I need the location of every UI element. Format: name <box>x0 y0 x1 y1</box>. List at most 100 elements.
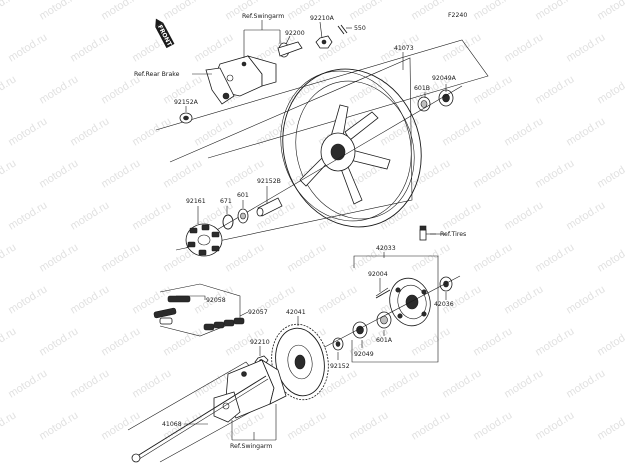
wheel-zone-outline <box>169 57 413 251</box>
watermark-text: motod.ru <box>6 31 49 64</box>
watermark-text: motod.ru <box>37 157 80 190</box>
label-42036[interactable]: 42036 <box>434 301 454 308</box>
watermark-text: motod.ru <box>0 73 18 106</box>
circlip-671 <box>222 214 234 230</box>
watermark-text: motod.ru <box>595 409 625 442</box>
label-92210[interactable]: 92210 <box>250 339 270 346</box>
watermark-text: motod.ru <box>0 241 18 274</box>
leader-lines <box>176 20 447 441</box>
wheel-hub-bore <box>330 143 346 161</box>
label-601b[interactable]: 601B <box>414 85 430 92</box>
label-92057[interactable]: 92057 <box>248 309 268 316</box>
label-92200[interactable]: 92200 <box>285 30 305 37</box>
watermark-text: motod.ru <box>68 367 111 400</box>
watermark-text: motod.ru <box>223 157 266 190</box>
watermark-text: motod.ru <box>502 367 545 400</box>
watermark-text: motod.ru <box>316 283 359 316</box>
label-601a[interactable]: 601A <box>376 337 393 344</box>
watermark-text: motod.ru <box>285 241 328 274</box>
watermark-text: motod.ru <box>409 325 452 358</box>
label-92058[interactable]: 92058 <box>206 297 226 304</box>
label-92152[interactable]: 92152 <box>330 363 350 370</box>
watermark-text: motod.ru <box>0 325 18 358</box>
watermark-text: motod.ru <box>564 31 607 64</box>
watermark-text: motod.ru <box>440 367 483 400</box>
label-92152b[interactable]: 92152B <box>257 178 281 185</box>
label-92004[interactable]: 92004 <box>368 271 388 278</box>
watermark-text: motod.ru <box>502 31 545 64</box>
watermark-text: motod.ru <box>533 0 576 23</box>
watermark-text: motod.ru <box>161 0 204 23</box>
cotter-pin-550 <box>337 24 348 35</box>
label-ref-swingarm-bottom[interactable]: Ref.Swingarm <box>230 443 272 450</box>
watermark-text: motod.ru <box>409 241 452 274</box>
watermark-text: motod.ru <box>130 115 173 148</box>
label-42041[interactable]: 42041 <box>286 309 306 316</box>
watermark-text: motod.ru <box>564 199 607 232</box>
label-ref-tires[interactable]: Ref.Tires <box>440 231 466 238</box>
watermark-text: motod.ru <box>378 199 421 232</box>
watermark-text: motod.ru <box>440 115 483 148</box>
watermark-text: motod.ru <box>471 0 514 23</box>
watermark-text: motod.ru <box>37 409 80 442</box>
watermark-text: motod.ru <box>68 199 111 232</box>
label-ref-swingarm-top[interactable]: Ref.Swingarm <box>242 13 284 20</box>
chain-links <box>153 295 245 331</box>
part-labels: Ref.Swingarm 92210A 550 92200 41073 9204… <box>134 13 466 450</box>
label-42033[interactable]: 42033 <box>376 245 396 252</box>
watermark-text: motod.ru <box>347 0 390 23</box>
label-671[interactable]: 671 <box>220 198 232 205</box>
watermark-text: motod.ru <box>471 409 514 442</box>
brake-torque-link <box>205 67 235 105</box>
watermark-text: motod.ru <box>99 157 142 190</box>
watermark-text: motod.ru <box>409 0 452 23</box>
watermark-text: motod.ru <box>0 157 18 190</box>
label-41073[interactable]: 41073 <box>394 45 414 52</box>
watermark-text: motod.ru <box>595 73 625 106</box>
label-92161[interactable]: 92161 <box>186 198 206 205</box>
watermark-text: motod.ru <box>37 241 80 274</box>
label-41068[interactable]: 41068 <box>162 421 182 428</box>
watermark-text: motod.ru <box>471 241 514 274</box>
drive-chain <box>153 283 245 337</box>
watermark-text: motod.ru <box>595 0 625 23</box>
upper-zone-outline <box>155 39 489 159</box>
watermark-text: motod.ru <box>564 283 607 316</box>
bearing-601b <box>417 96 431 112</box>
watermark-text: motod.ru <box>471 157 514 190</box>
watermark-text: motod.ru <box>223 241 266 274</box>
damper-92161 <box>185 223 223 257</box>
label-92210a[interactable]: 92210A <box>310 15 335 22</box>
watermark-text: motod.ru <box>502 199 545 232</box>
label-ref-rear-brake[interactable]: Ref.Rear Brake <box>134 71 180 78</box>
watermark-text: motod.ru <box>6 283 49 316</box>
label-92049a[interactable]: 92049A <box>432 75 457 82</box>
watermark-text: motod.ru <box>347 409 390 442</box>
label-601[interactable]: 601 <box>237 192 249 199</box>
coupling-zone-outline <box>351 255 439 363</box>
rear-wheel <box>280 68 422 228</box>
watermark-text: motod.ru <box>595 157 625 190</box>
watermark-text: motod.ru <box>595 325 625 358</box>
bearing-601a <box>376 311 392 329</box>
watermark-text: motod.ru <box>68 31 111 64</box>
watermark-text: motod.ru <box>99 0 142 23</box>
watermark-text: motod.ru <box>0 409 18 442</box>
wheel-rim-lip <box>280 70 412 222</box>
watermark-text: motod.ru <box>6 199 49 232</box>
watermark-text: motod.ru <box>99 73 142 106</box>
label-550[interactable]: 550 <box>354 25 366 32</box>
figure-code: F2240 <box>448 12 467 19</box>
label-92049[interactable]: 92049 <box>354 351 374 358</box>
watermark-text: motod.ru <box>37 73 80 106</box>
watermark-text: motod.ru <box>409 409 452 442</box>
watermark-text: motod.ru <box>502 283 545 316</box>
collar-92152 <box>332 337 344 351</box>
collar-92200 <box>277 41 303 58</box>
watermark-text: motod.ru <box>471 325 514 358</box>
watermark-text: motod.ru <box>533 241 576 274</box>
label-92152a[interactable]: 92152A <box>174 99 199 106</box>
watermark-text: motod.ru <box>440 31 483 64</box>
bearing-601 <box>237 208 249 224</box>
